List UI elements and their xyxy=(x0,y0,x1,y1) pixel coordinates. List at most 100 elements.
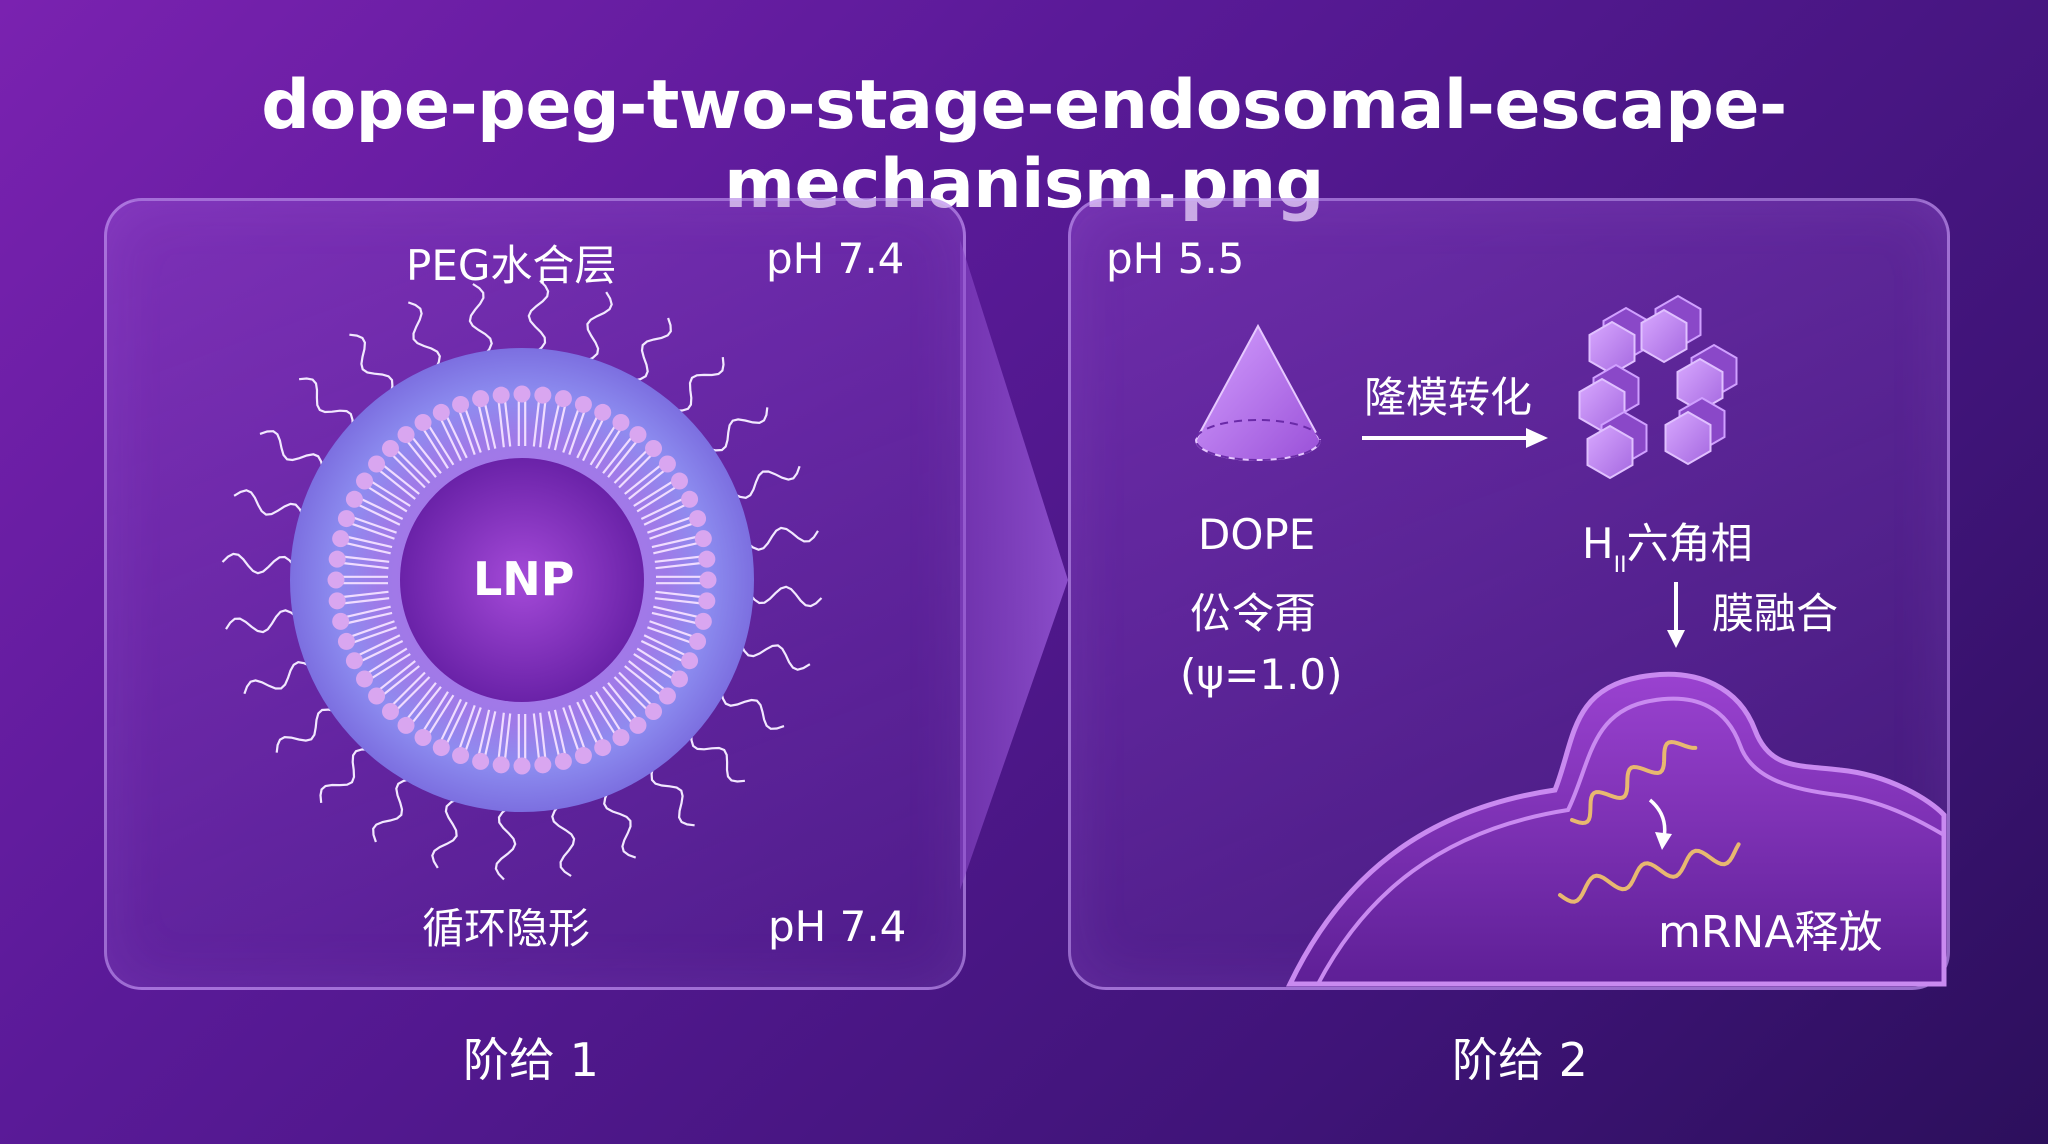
lipid-tail xyxy=(482,711,497,763)
lipid-head xyxy=(332,612,350,630)
lipid-tail xyxy=(377,665,420,700)
lipid-tail xyxy=(532,713,541,766)
lipid-tail xyxy=(362,482,408,513)
lipid-tail xyxy=(607,682,642,725)
lipid-head xyxy=(612,414,630,432)
ph-label-bottom: pH 7.4 xyxy=(768,902,907,951)
hex-prism-face xyxy=(1640,308,1688,364)
peg-strand xyxy=(732,465,801,499)
lipid-tail xyxy=(618,671,657,711)
peg-strand xyxy=(603,790,637,859)
lipid-tail xyxy=(654,554,707,563)
lipid-tail xyxy=(362,647,408,678)
lipid-head xyxy=(345,490,363,508)
lipid-tail xyxy=(532,394,541,447)
peg-strand xyxy=(221,552,296,575)
lipid-head xyxy=(397,716,415,734)
lipid-tail xyxy=(345,520,395,540)
lipid-head xyxy=(356,472,374,490)
lipid-head xyxy=(432,739,450,757)
lipid-tail xyxy=(553,709,568,761)
lipid-tail xyxy=(373,660,416,695)
lipid-tail xyxy=(339,605,391,620)
peg-strand xyxy=(739,643,811,671)
lipid-tail xyxy=(339,540,391,555)
lipid-tail xyxy=(424,694,455,740)
lipid-head xyxy=(694,530,712,548)
hexagonal-rest: 六角相 xyxy=(1626,519,1753,568)
lipid-tail xyxy=(589,420,620,466)
lipid-tail xyxy=(347,514,397,534)
lipid-tail xyxy=(352,501,401,526)
ph-label-top: pH 7.4 xyxy=(766,234,905,283)
lipid-tail xyxy=(437,413,462,462)
lipid-tail xyxy=(602,686,637,729)
peg-strand xyxy=(431,797,459,869)
lipid-tail xyxy=(462,707,482,757)
lnp-core xyxy=(400,458,644,702)
lipid-tail xyxy=(352,634,401,659)
lipid-tail xyxy=(496,395,505,448)
dope-shape: 伀令甭 xyxy=(1190,589,1317,638)
lipid-tail xyxy=(613,676,653,715)
peg-strand xyxy=(527,279,550,354)
lipid-tail xyxy=(336,590,389,599)
lipid-tail xyxy=(562,707,582,757)
lipid-tail xyxy=(562,403,582,453)
cell-membrane-fusion xyxy=(1286,671,1947,987)
peg-strand xyxy=(275,708,336,753)
stealth-caption: 循环隐形 xyxy=(422,904,591,953)
lipid-tail xyxy=(647,514,697,534)
peg-strand xyxy=(407,301,441,370)
peg-strand xyxy=(748,585,823,608)
mrna-release-label: mRNA释放 xyxy=(1658,907,1883,958)
lipid-head xyxy=(513,385,531,403)
lipid-tail xyxy=(576,410,601,459)
lipid-tail xyxy=(582,413,607,462)
lipid-tail xyxy=(640,640,689,665)
lipid-tail xyxy=(337,554,390,563)
transition-label: 隆模转化 xyxy=(1364,373,1533,422)
lipid-tail xyxy=(636,647,682,678)
lipid-tail xyxy=(643,501,692,526)
hex-prism-face xyxy=(1664,410,1712,466)
lipid-head xyxy=(689,510,707,528)
lipid-head xyxy=(670,472,688,490)
lipid-tail xyxy=(653,540,705,555)
lipid-head xyxy=(472,390,490,408)
peg-layer-label: PEG水合层 xyxy=(406,241,617,290)
lipid-head xyxy=(356,670,374,688)
lipid-tail xyxy=(640,495,689,520)
mrna-strands xyxy=(1558,739,1741,904)
lipid-tail xyxy=(582,698,607,747)
transition-arrow xyxy=(1362,428,1548,448)
lipid-tail xyxy=(402,435,437,478)
ph-label-acidic: pH 5.5 xyxy=(1106,234,1245,283)
lipid-head xyxy=(328,592,346,610)
lipid-head xyxy=(381,703,399,721)
peg-strand xyxy=(551,804,576,877)
lipid-head xyxy=(612,728,630,746)
lipid-head xyxy=(492,756,510,774)
lipid-tail xyxy=(443,410,468,459)
lipid-head xyxy=(345,652,363,670)
lipid-tail xyxy=(595,423,625,469)
stage-2-label: 阶给 2 xyxy=(1452,1033,1588,1087)
lipid-head xyxy=(629,426,647,444)
mrna-strand xyxy=(1558,842,1741,904)
fusion-arrow xyxy=(1667,582,1685,648)
peg-strand xyxy=(494,806,517,881)
lipid-head xyxy=(698,592,716,610)
lipid-head xyxy=(698,550,716,568)
lnp-core-label: LNP xyxy=(473,552,575,606)
lipid-head xyxy=(432,403,450,421)
peg-strand xyxy=(585,291,613,363)
lipid-tail xyxy=(437,698,462,747)
lipid-tail xyxy=(628,660,671,695)
lipid-head xyxy=(472,752,490,770)
dope-parameter: (ψ=1.0) xyxy=(1180,650,1343,699)
lipid-head xyxy=(534,756,552,774)
hexagonal-h: H xyxy=(1582,519,1614,568)
peg-strand xyxy=(225,609,298,634)
lipid-tail xyxy=(633,653,679,683)
